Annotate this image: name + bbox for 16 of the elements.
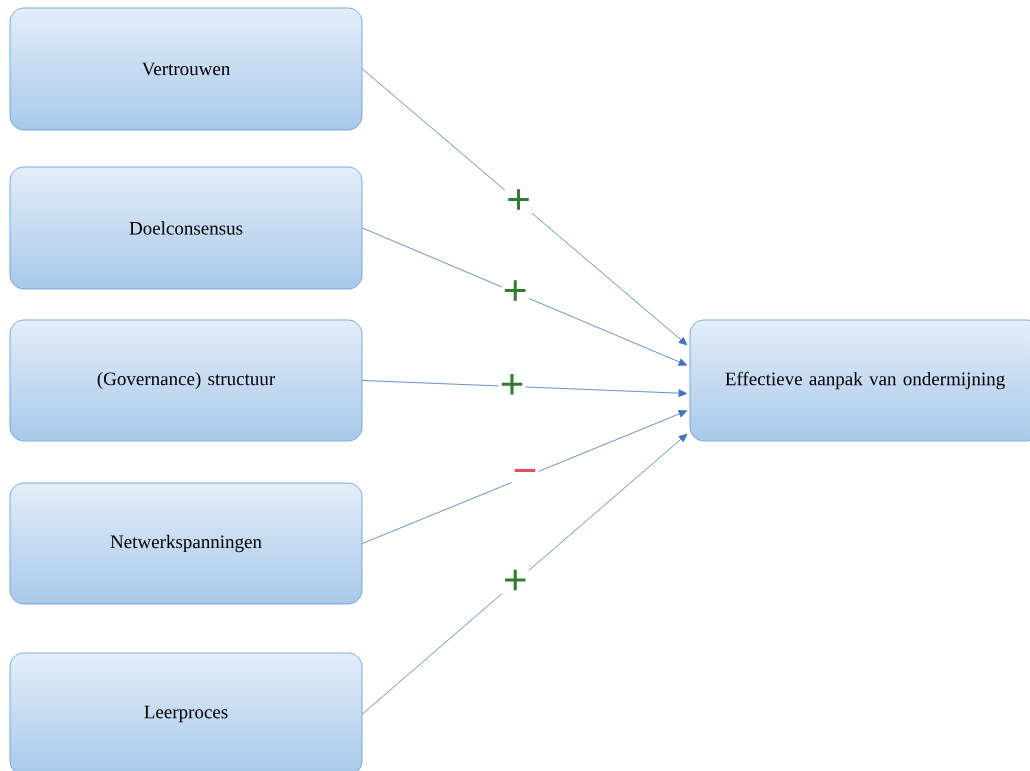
arrow xyxy=(362,68,688,346)
arrow xyxy=(362,227,688,366)
process-box: (Governance) structuur xyxy=(9,319,363,442)
arrow xyxy=(362,410,688,544)
edge-label: + xyxy=(498,373,526,400)
edge-label: + xyxy=(504,188,533,216)
arrow xyxy=(362,433,688,715)
process-box: Netwerkspanningen xyxy=(9,482,363,605)
process-box: Leerproces xyxy=(9,652,363,771)
process-box: Doelconsensus xyxy=(9,166,363,290)
edge-label: + xyxy=(501,568,529,596)
process-box: Vertrouwen xyxy=(9,7,363,131)
process-box: Effectieve aanpak van ondermijning xyxy=(689,319,1030,442)
arrow xyxy=(362,380,687,398)
edge-label: − xyxy=(511,467,539,487)
edge-label: + xyxy=(501,279,529,307)
